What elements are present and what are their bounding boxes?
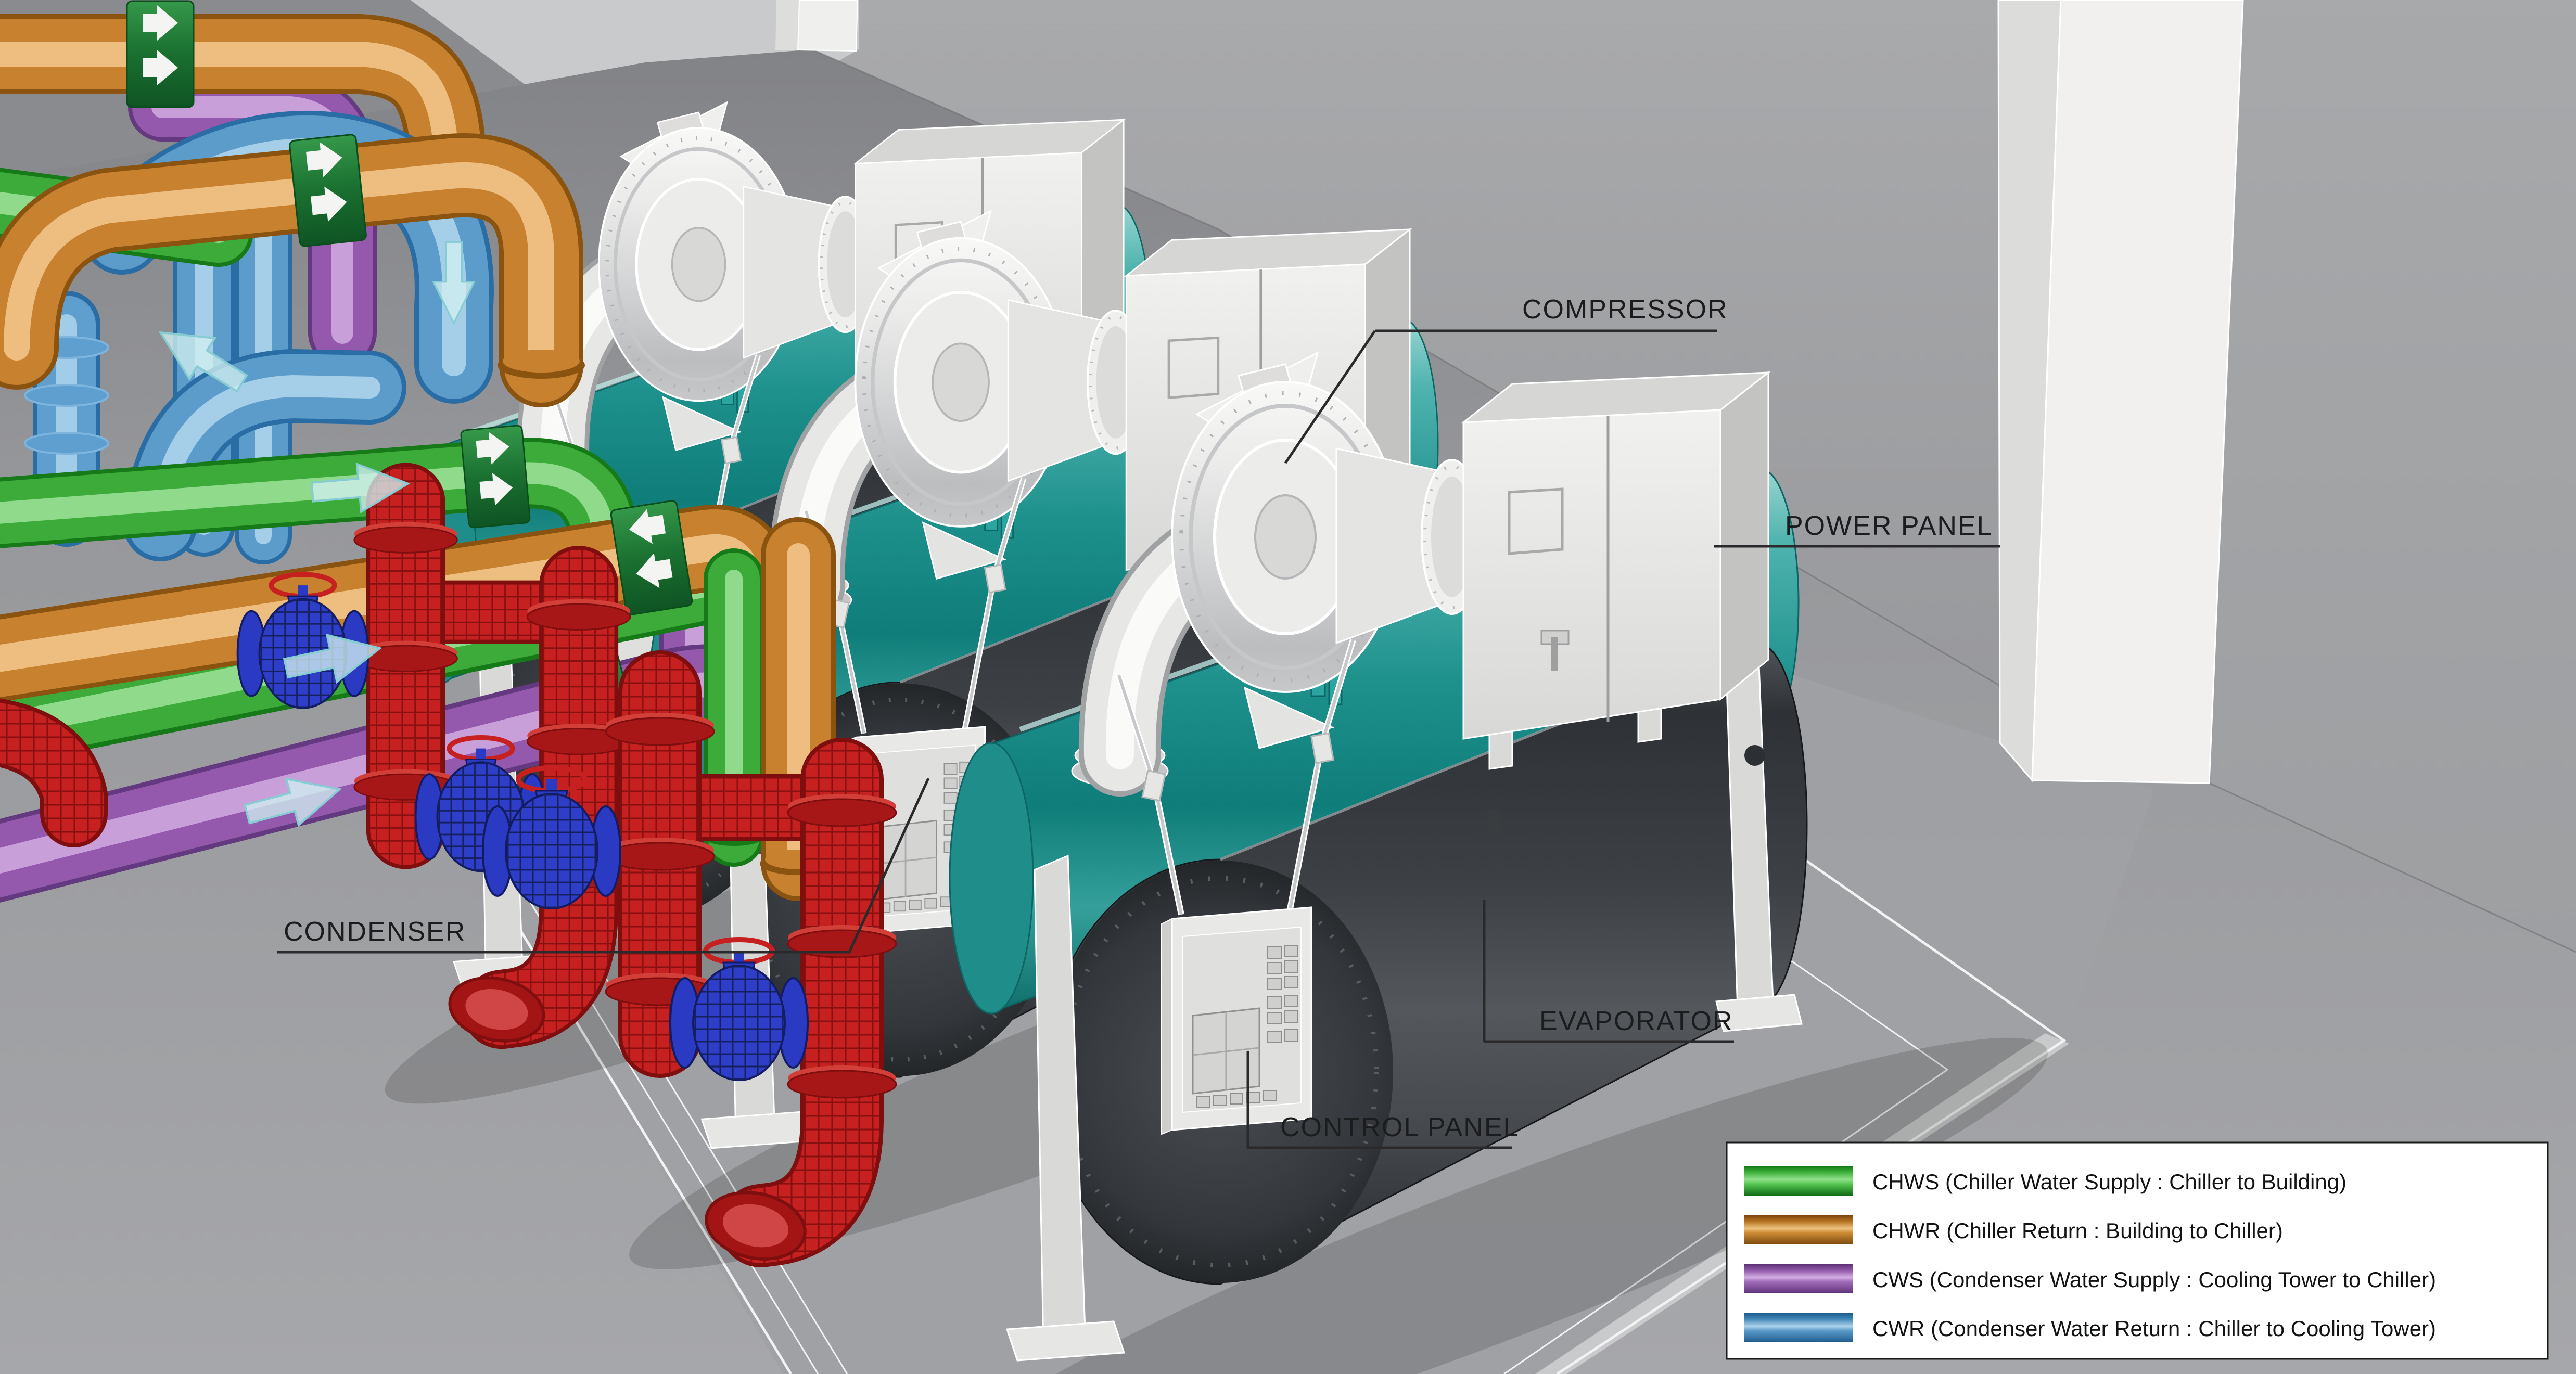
wall-panel-right [2209, 0, 2576, 952]
flow-band-icon [288, 133, 367, 248]
legend-row-chws: CHWS (Chiller Water Supply : Chiller to … [1744, 1166, 2347, 1196]
leader-line [1284, 329, 1717, 464]
leader-line [1246, 1051, 1512, 1149]
structural-column-left [775, 0, 859, 52]
callout-compressor [1284, 329, 1717, 464]
flow-band-icon [460, 425, 531, 529]
callout-texts: COMPRESSOR POWER PANEL CONDENSER EVAPORA… [284, 294, 1993, 1142]
legend-row-chwr: CHWR (Chiller Return : Building to Chill… [1744, 1215, 2283, 1244]
evaporator-label: EVAPORATOR [1539, 1006, 1733, 1036]
legend-label-chws: CHWS (Chiller Water Supply : Chiller to … [1872, 1170, 2347, 1194]
callouts [277, 329, 2000, 1149]
legend-row-cws: CWS (Condenser Water Supply : Cooling To… [1744, 1264, 2436, 1293]
callout-evaporator [1483, 900, 1734, 1043]
chwr-swatch-icon [1744, 1215, 1853, 1244]
compressor-label: COMPRESSOR [1522, 294, 1728, 325]
control-panel-label: CONTROL PANEL [1280, 1112, 1519, 1142]
cwr-swatch-icon [1744, 1313, 1853, 1342]
chws-swatch-icon [1744, 1166, 1853, 1196]
legend-box [1726, 1141, 2549, 1360]
flow-band-icon [126, 0, 195, 108]
callout-control-panel [1246, 1051, 1512, 1149]
leader-line [277, 777, 930, 954]
condenser-label: CONDENSER [284, 917, 466, 947]
structural-column-right [1997, 0, 2244, 784]
callout-condenser [277, 777, 930, 954]
cws-swatch-icon [1744, 1264, 1853, 1293]
legend: CHWS (Chiller Water Supply : Chiller to … [1726, 1141, 2549, 1360]
legend-row-cwr: CWR (Condenser Water Return : Chiller to… [1744, 1313, 2436, 1342]
leader-line [1483, 900, 1734, 1043]
chwr-pipe-header-upper [17, 175, 585, 379]
power-panel-label: POWER PANEL [1785, 511, 1993, 541]
legend-label-cwr: CWR (Condenser Water Return : Chiller to… [1872, 1316, 2436, 1341]
legend-label-cws: CWS (Condenser Water Supply : Cooling To… [1872, 1267, 2436, 1292]
legend-label-chwr: CHWR (Chiller Return : Building to Chill… [1872, 1218, 2283, 1243]
